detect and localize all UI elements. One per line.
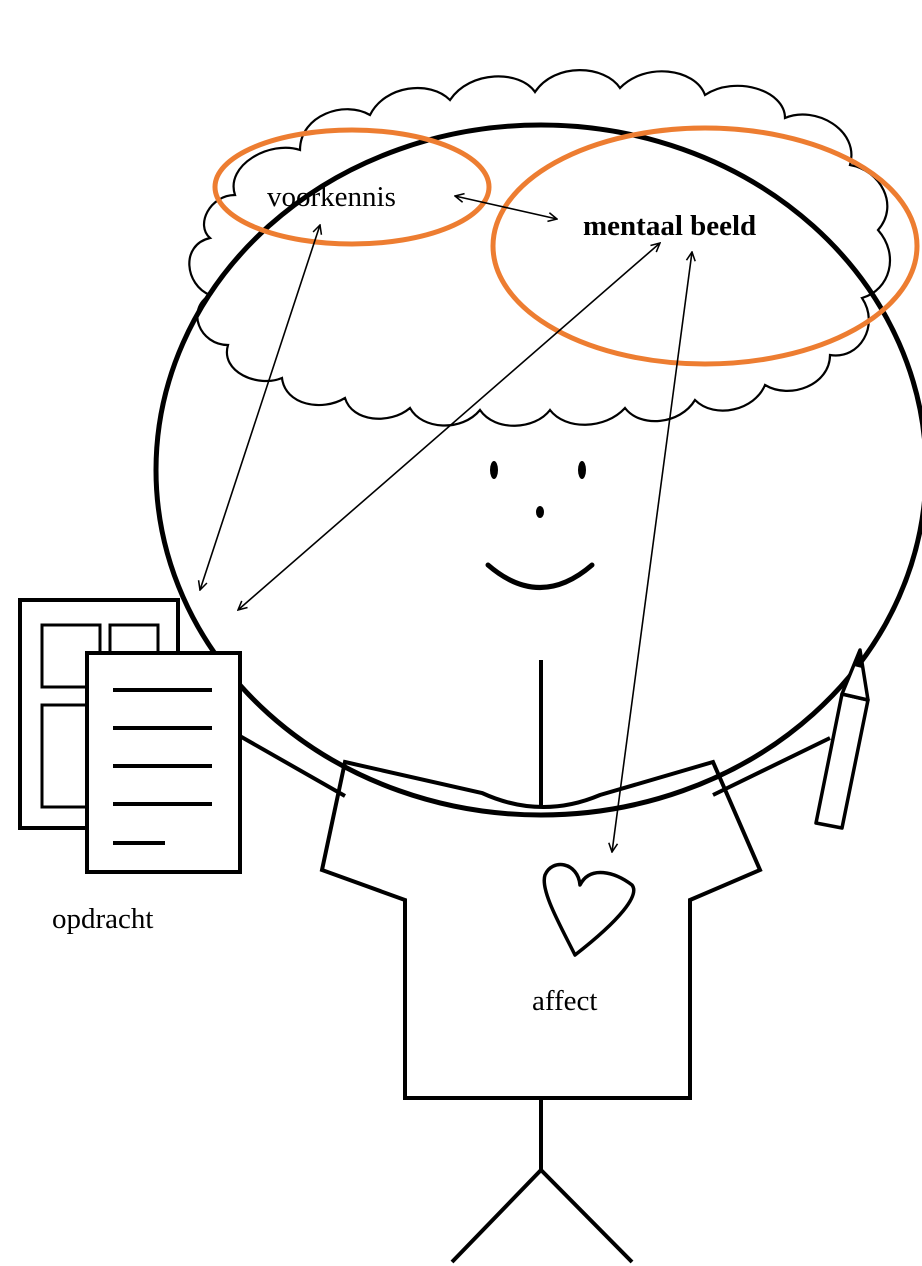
affect-label: affect <box>532 985 597 1017</box>
arrow-mentaal-beeld-affect <box>612 252 692 852</box>
voorkennis-label: voorkennis <box>267 181 396 213</box>
arrow-voorkennis-mentaal-beeld <box>455 196 557 219</box>
head-outline <box>153 122 922 818</box>
document-stack-icon <box>18 598 242 874</box>
left-eye <box>490 461 498 479</box>
t-shirt <box>319 759 763 1100</box>
arrow-mentaal-beeld-opdracht <box>238 243 660 610</box>
left-leg <box>450 1168 543 1264</box>
mentaal-beeld-highlight <box>490 125 920 367</box>
right-arm <box>712 736 831 797</box>
smile <box>485 562 595 590</box>
right-eye <box>578 461 586 479</box>
opdracht-label: opdracht <box>52 903 153 935</box>
left-arm <box>237 733 346 798</box>
right-leg <box>539 1168 634 1264</box>
nose <box>536 506 544 518</box>
mentaal-beeld-label: mentaal beeld <box>583 210 756 242</box>
front-page <box>85 651 242 874</box>
heart-icon <box>542 862 636 957</box>
pencil-icon <box>814 648 870 830</box>
